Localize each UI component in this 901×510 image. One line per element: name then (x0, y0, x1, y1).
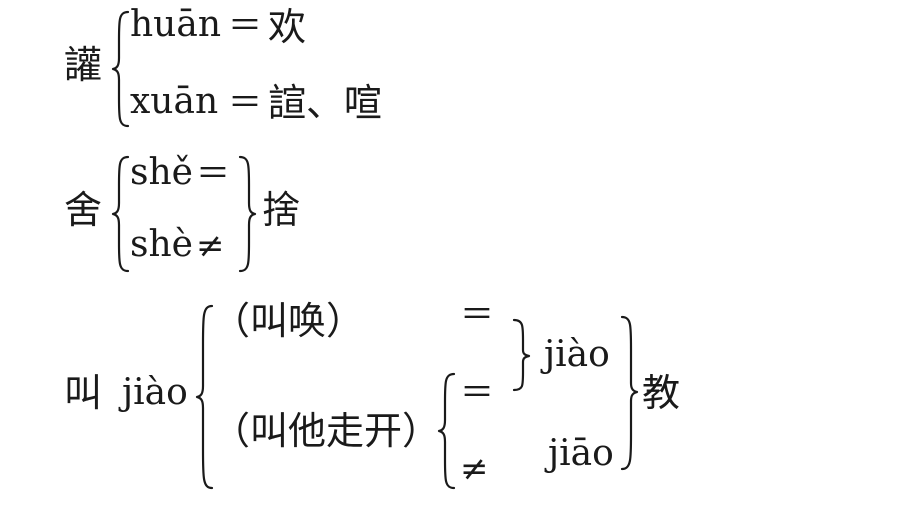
right-brace (620, 315, 639, 471)
left-brace (195, 304, 214, 490)
left-brace (437, 372, 456, 490)
sense-gloss: （叫他走开） (212, 409, 441, 453)
pinyin-reading: xuān (130, 81, 219, 122)
right-brace (512, 318, 531, 392)
right-brace (238, 155, 257, 273)
sense-gloss: （叫唤） (212, 299, 365, 343)
equals-sign: ＝ (460, 295, 494, 335)
pinyin-reading: shě (130, 152, 193, 193)
head-char: 舍 (64, 188, 103, 232)
left-brace (111, 10, 130, 128)
equivalent-char: 諠、喧 (268, 81, 383, 125)
not-equal-sign: ≠ (460, 449, 489, 489)
equals-sign: ＝ (228, 83, 262, 123)
equals-sign: ＝ (460, 373, 494, 413)
equals-sign: ＝ (196, 154, 230, 194)
head-pinyin: jiào (122, 372, 188, 413)
target-pinyin: jiào (544, 334, 610, 375)
target-pinyin: jiāo (548, 433, 614, 474)
equivalent-char: 欢 (268, 5, 307, 49)
pinyin-reading: huān (130, 4, 222, 45)
pinyin-reading: shè (130, 224, 193, 265)
target-char: 教 (642, 371, 681, 415)
head-char: 讙 (64, 43, 103, 87)
equals-sign: ＝ (228, 6, 262, 46)
target-char: 捨 (262, 188, 301, 232)
left-brace (111, 155, 130, 273)
head-char: 叫 (64, 371, 103, 415)
not-equal-sign: ≠ (196, 226, 225, 266)
